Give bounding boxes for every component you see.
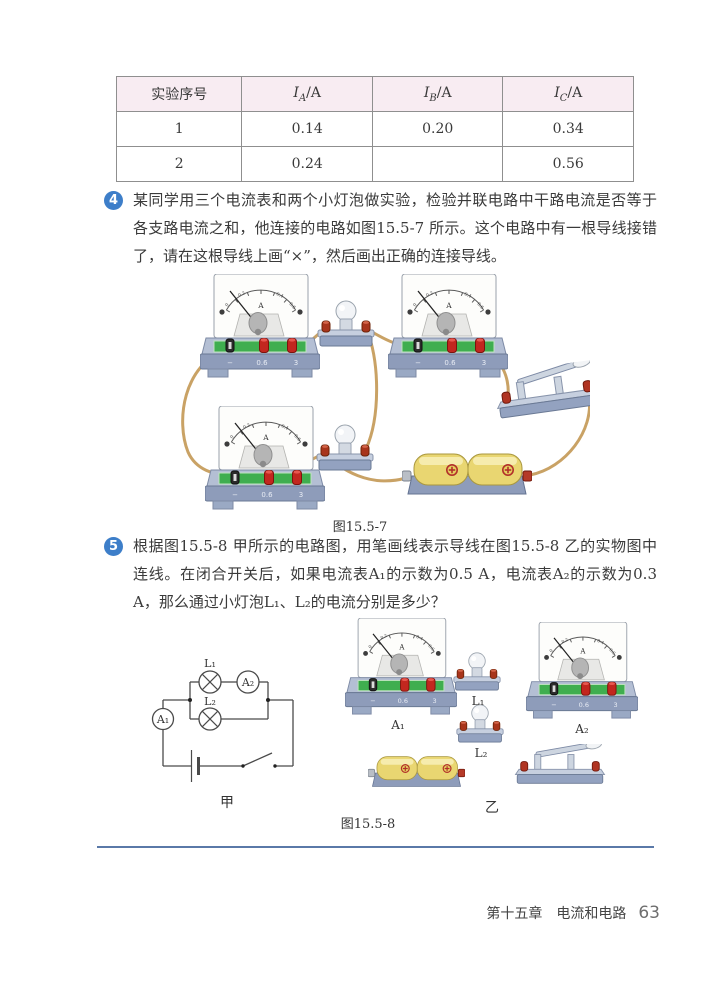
component-bulb-l2 (456, 704, 504, 743)
question-4-text: 某同学用三个电流表和两个小灯泡做实验，检验并联电路中干路电流是否等于各支路电流之… (133, 191, 657, 265)
wire-switch-to-battery (528, 395, 590, 477)
label-l2: L₂ (204, 695, 216, 708)
question-5-text: 根据图15.5-8 甲所示的电路图，用笔画线表示导线在图15.5-8 乙的实物图… (133, 537, 657, 611)
component-battery (368, 755, 465, 788)
bulb-top (317, 300, 375, 347)
component-ammeter-a1 (345, 618, 457, 715)
experiment-table: 实验序号 IA/A IB/A IC/A 1 0.14 0.20 0.34 2 0… (115, 76, 634, 182)
header-cell-ia: IA/A (241, 76, 373, 112)
figure-15-5-8-schematic: A₁ A₂ L₁ L₂ 甲 (151, 657, 294, 811)
footer-divider (97, 846, 654, 848)
figure-15-5-7: 0 0.2 0.4 0.6 A (181, 274, 590, 510)
bulb-bottom (316, 424, 374, 471)
label-a1: A₁ (390, 718, 404, 732)
ammeter-top-left (200, 274, 320, 378)
label-yi: 乙 (485, 800, 499, 816)
cell-ib-1: 0.20 (371, 111, 504, 147)
label-a1: A₁ (156, 713, 169, 726)
battery-component (402, 453, 532, 495)
header-cell-ib: IB/A (371, 76, 504, 112)
chapter-label: 第十五章 (486, 906, 543, 922)
junction-node (266, 698, 270, 702)
ammeter-top-right (388, 274, 508, 378)
component-switch (515, 744, 605, 784)
schematic-switch-lever (242, 752, 273, 767)
header-cell-ic: IC/A (502, 76, 634, 112)
chapter-title: 电流和电路 (556, 906, 627, 922)
table-header-row: 实验序号 IA/A IB/A IC/A (115, 76, 634, 112)
cell-ia-1: 0.14 (241, 111, 373, 147)
cell-trial-2: 2 (115, 146, 243, 182)
schematic-ammeter-a2 (236, 670, 260, 694)
page-number: 63 (638, 903, 660, 923)
wire-bulb1-to-bulb2 (364, 328, 379, 451)
figure-15-5-8-components: A₁ A₂ L₁ L₂ 乙 (345, 618, 638, 816)
ammeter-bottom-left (205, 406, 325, 510)
cell-trial-1: 1 (115, 111, 243, 147)
label-a2: A₂ (241, 676, 254, 689)
figure-15-5-7-caption: 图15.5-7 (332, 520, 388, 535)
label-jia: 甲 (220, 795, 234, 811)
cell-ic-1: 0.34 (502, 111, 634, 147)
page-footer: 第十五章电流和电路 63 (95, 903, 660, 923)
figure-15-5-8-caption: 图15.5-8 (340, 817, 396, 832)
table-row: 1 0.14 0.20 0.34 (115, 111, 634, 147)
component-ammeter-a2 (526, 622, 638, 719)
header-cell-trial: 实验序号 (115, 76, 243, 112)
cell-ic-2: 0.56 (502, 146, 634, 182)
label-l2: L₂ (475, 746, 488, 760)
cell-ib-2 (371, 146, 504, 182)
junction-node (188, 698, 192, 702)
table-row: 2 0.24 0.56 (115, 146, 634, 182)
label-l1: L₁ (204, 657, 216, 670)
component-bulb-l1 (453, 652, 501, 691)
label-l1: L₁ (472, 694, 485, 708)
question-5-badge: 5 (104, 537, 123, 556)
schematic-ammeter-a1 (151, 707, 175, 731)
label-a2: A₂ (574, 722, 589, 736)
question-4-badge: 4 (104, 191, 123, 210)
cell-ia-2: 0.24 (241, 146, 373, 182)
